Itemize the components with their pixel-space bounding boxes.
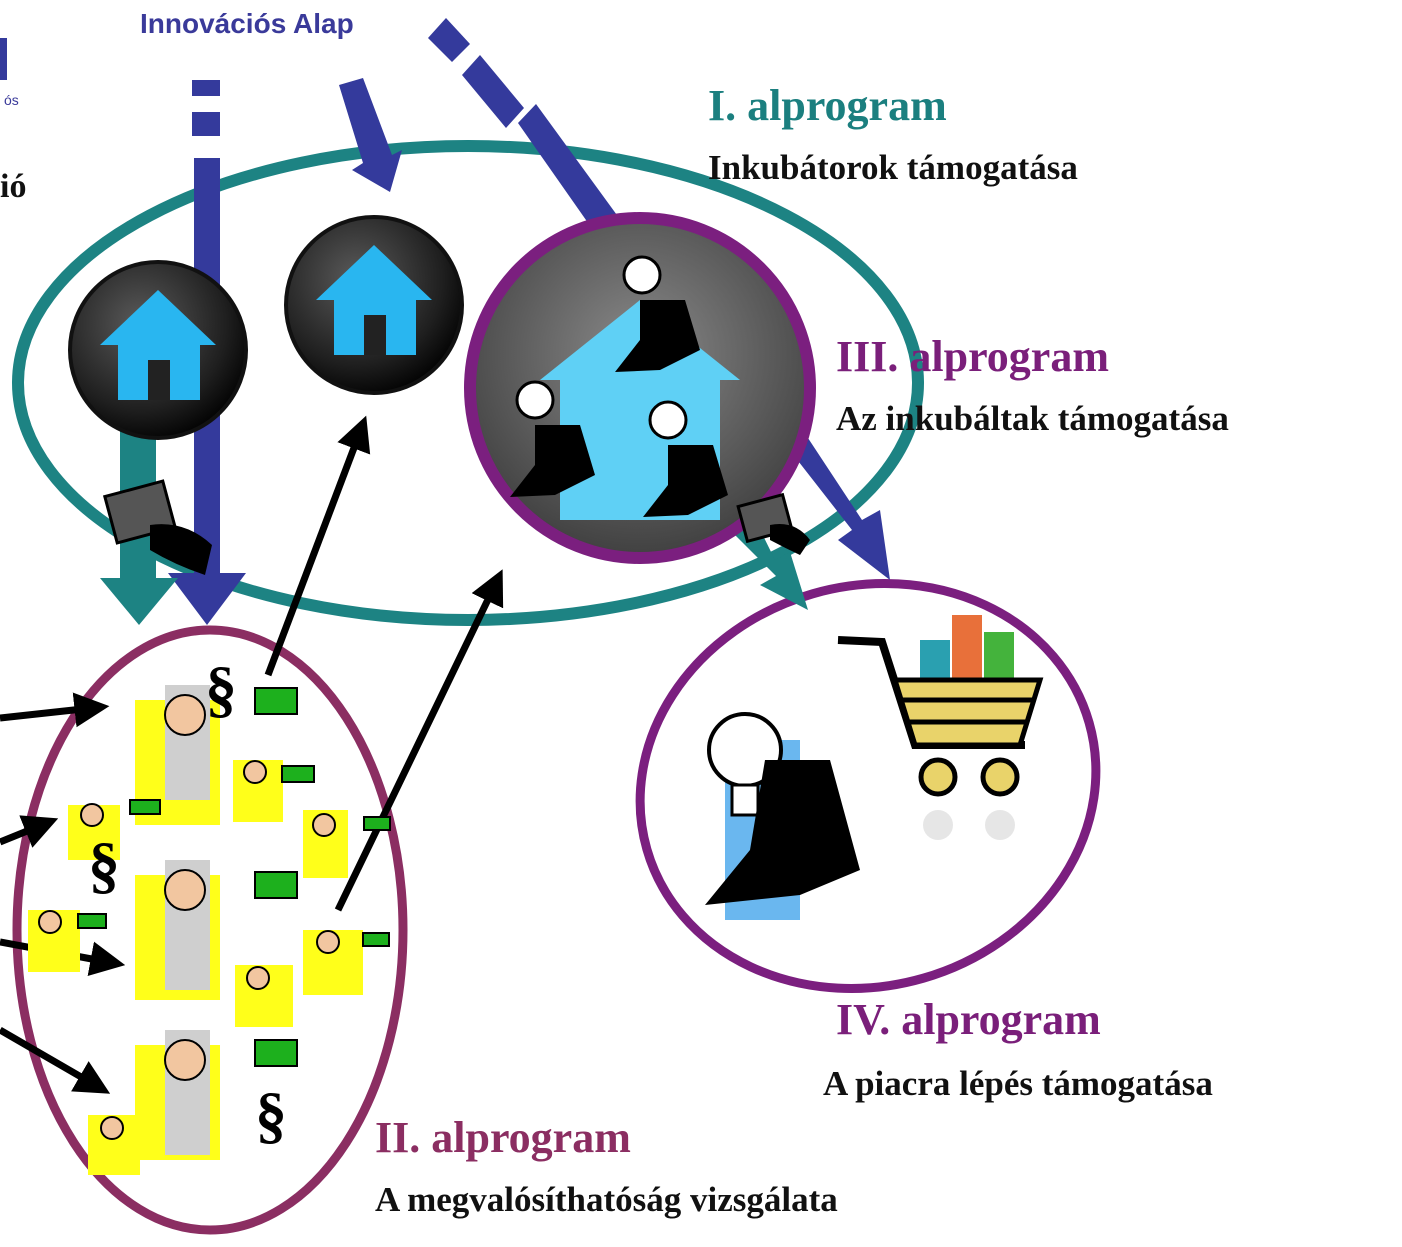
program-1-subtitle: Inkubátorok támogatása (708, 148, 1078, 187)
program-2-subtitle: A megvalósíthatóság vizsgálata (375, 1180, 838, 1219)
logo-fragment: ós (4, 92, 19, 108)
money-hand-2-icon (736, 492, 810, 555)
section-symbol: § (205, 653, 237, 724)
left-text-fragment: ió (0, 168, 27, 205)
flow-arrows (0, 415, 504, 1094)
market-entry-icon (705, 615, 1044, 920)
program-3-title: III. alprogram (836, 332, 1109, 381)
program-3-incubator (464, 212, 816, 564)
program-4-ellipse (635, 579, 1101, 993)
shopping-cart-icon (837, 615, 1044, 840)
money-hand-icon (102, 479, 212, 575)
house-1-icon (68, 260, 248, 440)
section-symbol: § (88, 829, 120, 900)
section-symbol: § (255, 1079, 287, 1150)
feasibility-people (28, 685, 391, 1175)
program-4-title: IV. alprogram (836, 995, 1101, 1044)
program-1-ellipse (12, 140, 924, 626)
logo-bar (0, 38, 7, 80)
program-2-title: II. alprogram (375, 1113, 631, 1162)
house-2-icon (284, 215, 464, 395)
program-1-title: I. alprogram (708, 81, 947, 130)
fund-label: Innovációs Alap (140, 8, 354, 39)
program-4-subtitle: A piacra lépés támogatása (823, 1064, 1213, 1103)
program-2-ellipse (12, 625, 408, 1235)
program-3-subtitle: Az inkubáltak támogatása (836, 399, 1229, 438)
